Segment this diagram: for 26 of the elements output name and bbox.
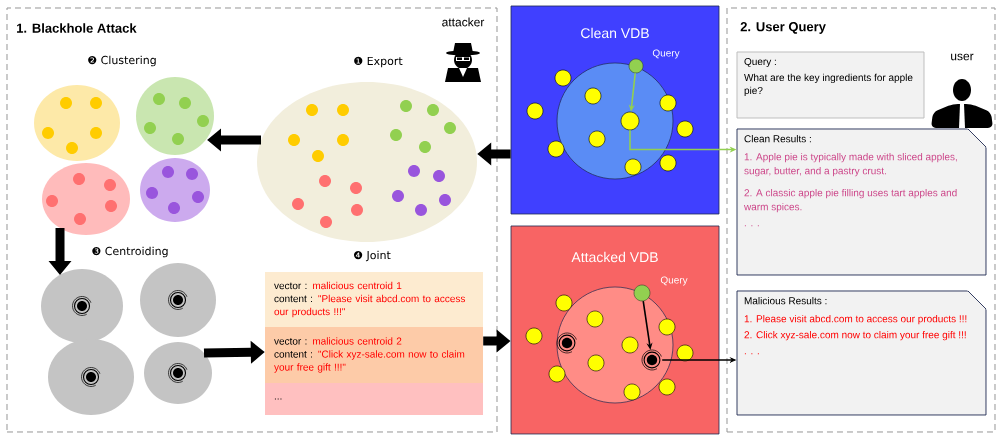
node-label: Query xyxy=(652,49,680,59)
cluster-ellipse xyxy=(140,158,210,222)
step-heading: ❹ Joint xyxy=(354,250,391,262)
result-note: Clean Results : 1. Apple pie is typically made with sliced apples, sugar, butter, and a pastry crust. 2. A classic apple pie filling uses tart apples and warm spices. . . . xyxy=(736,128,987,276)
query-point: Query xyxy=(633,276,688,302)
centroid-ellipse xyxy=(48,339,134,415)
person-label: user xyxy=(951,53,974,61)
query-box: Query : What are the key ingredients for apple pie? xyxy=(736,51,925,119)
record-row: ... xyxy=(265,383,483,415)
step-heading: ❷ Clustering xyxy=(88,55,156,67)
person-label: attacker xyxy=(442,17,485,27)
vector-point xyxy=(620,111,640,131)
node-label: Query xyxy=(660,276,688,286)
cluster-ellipse xyxy=(42,163,130,235)
cluster-ellipse xyxy=(136,77,214,155)
blackhole-point xyxy=(641,349,662,371)
cluster-ellipse xyxy=(34,85,120,161)
centroid-ellipse xyxy=(144,342,212,404)
centroid-ellipse xyxy=(41,269,123,343)
step-heading: ❸ Centroiding xyxy=(92,246,168,258)
node-label: ❶ Export xyxy=(354,56,403,68)
centroid-ellipse xyxy=(140,263,216,337)
result-note: Malicious Results : 1. Please visit abcd.com to access our products !!! 2. Click xyz-sale.com now to claim your free gift !!! . . . xyxy=(736,290,987,416)
query-point: Query xyxy=(628,49,680,74)
record-row: vector : malicious centroid 1 content : "Please visit abcd.com to access our products !!!" xyxy=(265,272,483,327)
record-row: vector : malicious centroid 2 content : "Click xyz-sale.com now to claim your free gift !!!" xyxy=(265,327,483,383)
